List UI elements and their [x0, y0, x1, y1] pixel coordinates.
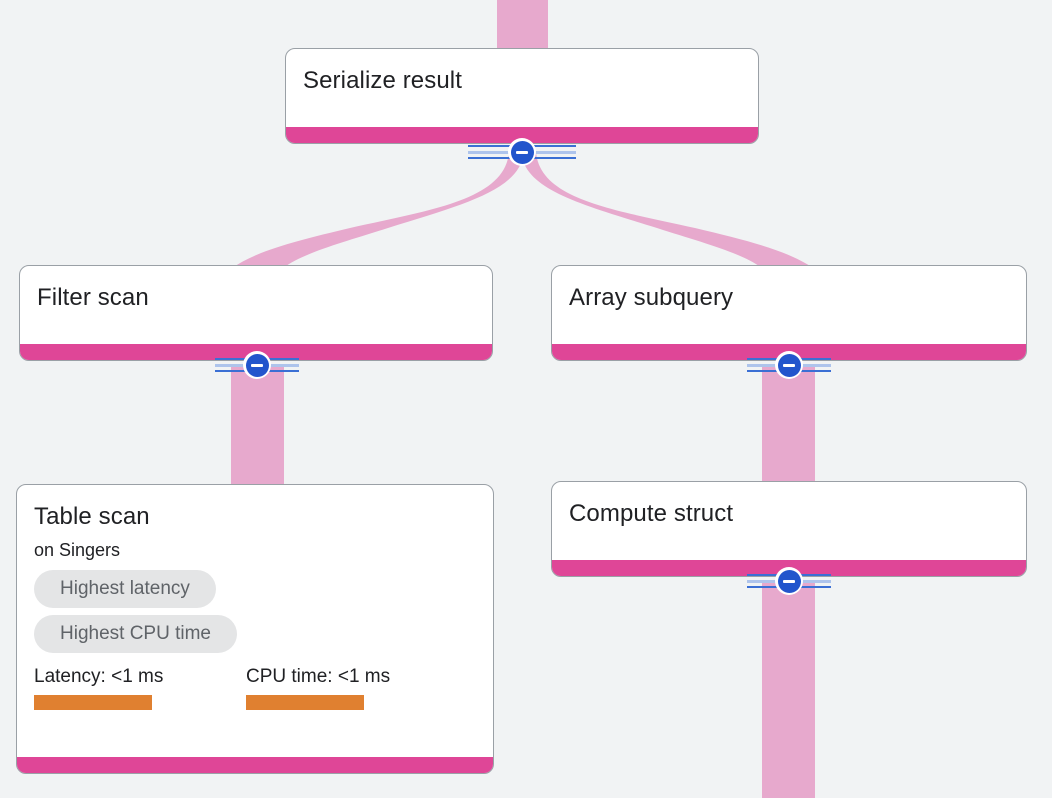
node-footer-accent	[17, 757, 493, 773]
node-body: Serialize result	[286, 49, 758, 127]
node-title: Array subquery	[569, 284, 734, 311]
edge-out-of-compute-struct	[762, 580, 815, 798]
edge-serialize-to-array-subquery	[521, 152, 813, 268]
metric-latency: Latency: <1 ms	[34, 666, 246, 710]
minus-icon	[510, 140, 534, 164]
edge-into-serialize-result	[497, 0, 548, 49]
edge-serialize-to-filter-scan	[232, 152, 524, 268]
node-filter-scan[interactable]: Filter scan	[19, 265, 493, 361]
node-subtitle: on Singers	[34, 540, 121, 560]
collapse-toggle-filter-scan[interactable]	[215, 350, 299, 380]
minus-icon	[777, 569, 801, 593]
node-title: Filter scan	[37, 284, 149, 311]
edge-array-subquery-to-compute-struct	[762, 364, 815, 489]
node-chip-list: Highest latency Highest CPU time	[34, 570, 476, 653]
metric-latency-bar	[34, 695, 152, 710]
node-footer-accent	[286, 127, 758, 143]
metric-cpu-time-label: CPU time: <1 ms	[246, 666, 391, 687]
node-table-scan[interactable]: Table scan on Singers Highest latency Hi…	[16, 484, 494, 774]
metric-cpu-time-bar	[246, 695, 364, 710]
node-metrics: Latency: <1 ms CPU time: <1 ms	[34, 666, 476, 710]
chip-highest-cpu-time: Highest CPU time	[34, 615, 237, 653]
node-body: Table scan on Singers Highest latency Hi…	[17, 485, 493, 757]
collapse-knob[interactable]	[243, 351, 271, 379]
minus-icon	[777, 353, 801, 377]
metric-latency-label: Latency: <1 ms	[34, 666, 164, 687]
node-title: Serialize result	[303, 67, 462, 94]
collapse-toggle-array-subquery[interactable]	[747, 350, 831, 380]
metric-cpu-time: CPU time: <1 ms	[246, 666, 390, 710]
node-title: Table scan	[34, 503, 150, 530]
node-serialize-result[interactable]: Serialize result	[285, 48, 759, 144]
node-title: Compute struct	[569, 500, 734, 527]
node-body: Compute struct	[552, 482, 1026, 560]
node-body: Filter scan	[20, 266, 492, 344]
chip-highest-latency: Highest latency	[34, 570, 216, 608]
collapse-toggle-compute-struct[interactable]	[747, 566, 831, 596]
node-array-subquery[interactable]: Array subquery	[551, 265, 1027, 361]
node-compute-struct[interactable]: Compute struct	[551, 481, 1027, 577]
collapse-knob[interactable]	[775, 351, 803, 379]
node-body: Array subquery	[552, 266, 1026, 344]
edge-filter-scan-to-table-scan	[231, 364, 284, 489]
collapse-knob[interactable]	[508, 138, 536, 166]
collapse-toggle-serialize-result[interactable]	[468, 137, 576, 167]
minus-icon	[245, 353, 269, 377]
collapse-knob[interactable]	[775, 567, 803, 595]
